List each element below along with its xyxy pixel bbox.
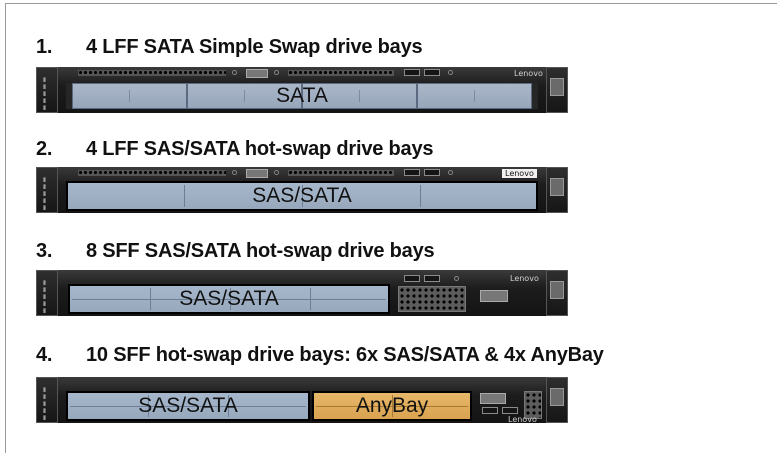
config-2-heading: 2. 4 LFF SAS/SATA hot-swap drive bays <box>36 138 434 161</box>
config-4-heading: 4. 10 SFF hot-swap drive bays: 6x SAS/SAT… <box>36 344 604 367</box>
left-rack-ear: ▮▮▮▮▮ <box>36 67 58 113</box>
config-2-title: 4 LFF SAS/SATA hot-swap drive bays <box>86 138 434 160</box>
anybay-bay-group <box>312 391 472 421</box>
pull-tab-label <box>550 388 564 406</box>
config-1-number: 1. <box>36 36 53 58</box>
config-2-number: 2. <box>36 138 53 160</box>
status-led <box>274 170 279 175</box>
anybay-bay-label: AnyBay <box>355 394 429 417</box>
status-led <box>232 70 237 75</box>
vga-port <box>246 69 268 78</box>
usb-port <box>482 407 498 414</box>
thinksystem-mark: ▮▮▮▮▮ <box>41 176 48 211</box>
usb-port <box>404 69 420 76</box>
figure-frame <box>5 3 777 443</box>
sas-sata-bay-label: SAS/SATA <box>138 394 238 417</box>
usb-port <box>424 275 440 282</box>
brand-logo: Lenovo <box>510 274 539 283</box>
right-rack-ear <box>546 270 568 316</box>
brand-logo: Lenovo <box>502 169 537 178</box>
usb-port <box>404 275 420 282</box>
right-rack-ear <box>546 167 568 213</box>
sas-sata-bay-group <box>68 284 390 314</box>
config-4-title: 10 SFF hot-swap drive bays: 6x SAS/SATA … <box>86 344 604 366</box>
bay-type-label: SAS/SATA <box>252 184 352 207</box>
thinksystem-mark: ▮▮▮▮▮ <box>41 76 48 111</box>
thinksystem-mark: ▮▮▮▮▮ <box>41 386 48 421</box>
config-1-heading: 1. 4 LFF SATA Simple Swap drive bays <box>36 36 423 59</box>
figure-frame-edge <box>5 440 6 453</box>
vga-port <box>246 169 268 178</box>
usb-port <box>404 169 420 176</box>
sas-sata-bay-group <box>66 391 310 421</box>
power-led <box>448 170 453 175</box>
ventilation-mesh <box>398 286 466 312</box>
config-1-title: 4 LFF SATA Simple Swap drive bays <box>86 36 423 58</box>
right-rack-ear <box>546 67 568 113</box>
config-3-heading: 3. 8 SFF SAS/SATA hot-swap drive bays <box>36 240 435 263</box>
vent-grille <box>78 170 226 176</box>
pull-tab-label <box>550 281 564 299</box>
left-rack-ear: ▮▮▮▮▮ <box>36 377 58 423</box>
pull-tab-label <box>550 178 564 196</box>
left-rack-ear: ▮▮▮▮▮ <box>36 270 58 316</box>
vent-grille <box>78 70 226 76</box>
config-4-number: 4. <box>36 344 53 366</box>
vga-port <box>480 290 508 302</box>
pull-tab-label <box>550 78 564 96</box>
drive-bay <box>417 83 532 109</box>
server-front-config-4: ▮▮▮▮▮ SAS/SATA AnyBay Lenovo <box>36 377 568 424</box>
right-rack-ear <box>546 377 568 423</box>
vga-port <box>480 393 506 404</box>
drive-bay <box>302 83 417 109</box>
sas-sata-bay-group <box>66 181 538 211</box>
bay-type-label: SATA <box>276 84 328 107</box>
server-front-config-1: ▮▮▮▮▮ Lenovo SATA <box>36 67 568 113</box>
vent-grille <box>288 70 394 76</box>
thinksystem-mark: ▮▮▮▮▮ <box>41 279 48 314</box>
config-3-number: 3. <box>36 240 53 262</box>
drive-bay <box>187 83 302 109</box>
config-3-title: 8 SFF SAS/SATA hot-swap drive bays <box>86 240 435 262</box>
brand-logo: Lenovo <box>508 415 537 424</box>
bay-type-label: SAS/SATA <box>179 287 279 310</box>
usb-port <box>424 69 440 76</box>
drive-bay <box>72 83 187 109</box>
vent-grille <box>288 170 394 176</box>
server-front-config-3: ▮▮▮▮▮ Lenovo SAS/SATA <box>36 270 568 316</box>
status-led <box>274 70 279 75</box>
status-led <box>232 170 237 175</box>
left-rack-ear: ▮▮▮▮▮ <box>36 167 58 213</box>
usb-port <box>424 169 440 176</box>
power-led <box>454 276 459 281</box>
server-front-config-2: ▮▮▮▮▮ Lenovo SAS/SATA <box>36 167 568 213</box>
usb-port <box>502 407 518 414</box>
power-led <box>448 70 453 75</box>
ventilation-mesh <box>524 391 542 419</box>
brand-logo: Lenovo <box>514 69 543 78</box>
